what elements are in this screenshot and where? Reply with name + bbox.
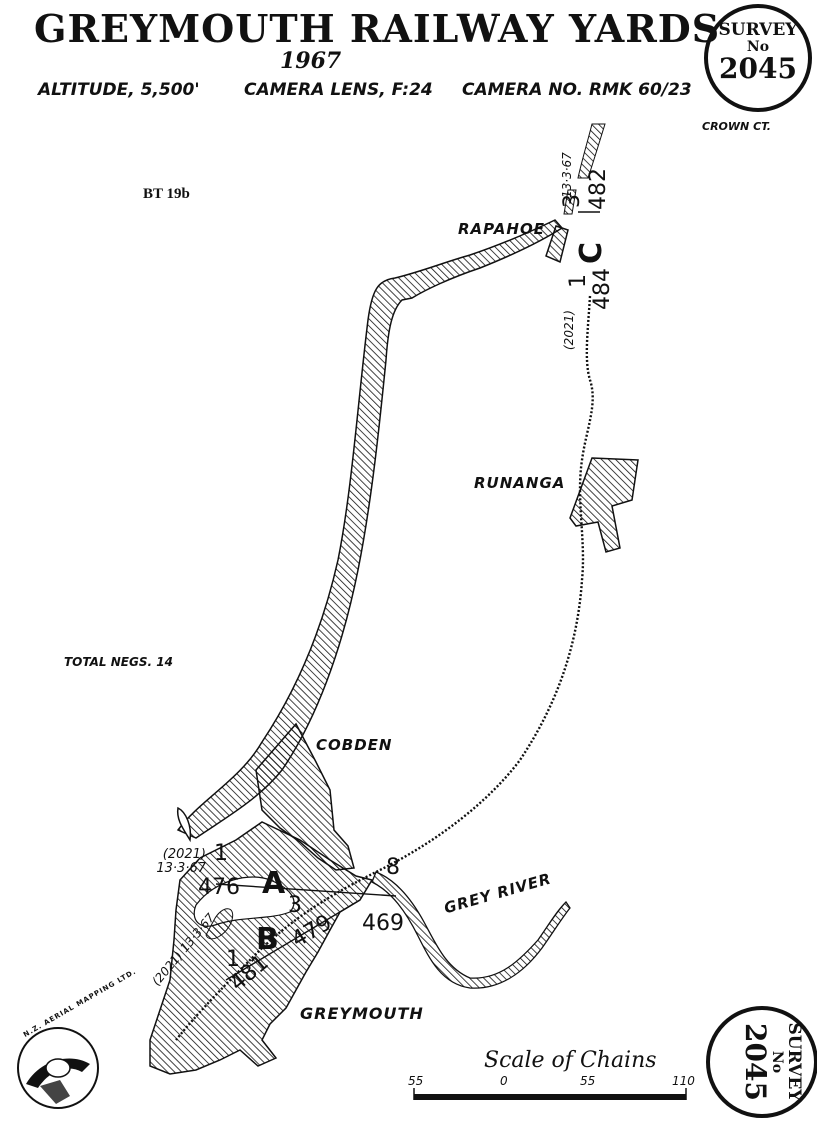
run-a-start-frame: 476 [198,875,240,900]
place-rapahoe: RAPAHOE [458,220,545,238]
run-c-start-frame: 484 [590,268,615,310]
run-b-end-num: 3 [288,893,302,918]
run-c-end-num: 3 [560,194,585,208]
coastline-north [577,123,606,179]
scale-bar [414,1094,686,1100]
map-title: GREYMOUTH RAILWAY YARDS [34,6,721,51]
place-runanga: RUNANGA [474,474,566,492]
survey-stamp-circle-top [704,4,812,112]
crown-label: CROWN CT. [702,120,771,133]
run-a-film: (2021) [162,847,206,862]
lagoon-b [205,908,234,940]
rapahoe-area [545,225,569,264]
camera-number-label: CAMERA NO. RMK 60/23 [462,80,692,100]
survey-stamp-number-bottom: 2045 [739,1023,772,1101]
survey-stamp-label-bottom: SURVEY [784,1022,804,1102]
scale-tick-0: 55 [408,1074,424,1088]
run-a-end-frame: 469 [362,911,404,936]
altitude-label: ALTITUDE, 5,500' [38,80,200,100]
run-c-date: 13·3·67 [560,152,574,198]
survey-stamp-circle-bottom [706,1006,817,1118]
survey-stamp-no-bottom: No [769,1050,785,1074]
survey-stamp-top: SURVEY No 2045 [706,10,810,84]
scale-tick-3: 110 [672,1074,695,1088]
cobden-area [255,722,355,871]
run-c-letter: C [574,241,609,264]
run-a-date: 13·3·67 [156,861,206,876]
grey-river [371,871,571,989]
survey-stamp-bottom: SURVEY No 2045 [708,1008,816,1116]
run-a-film-info: (2021) 13·3·67 [150,848,206,876]
place-greymouth: GREYMOUTH [300,1004,424,1023]
run-c-film: (2021) [562,310,576,350]
scale-tick-2: 55 [580,1074,596,1088]
scale-tick-1: 0 [500,1074,508,1088]
scale-label: Scale of Chains [484,1048,657,1073]
total-negs: TOTAL NEGS. 14 [64,655,173,669]
coastline-north-b [563,189,577,215]
run-b-start-num: 1 [226,947,240,972]
survey-stamp-no: No [746,39,770,55]
survey-stamp-number: 2045 [719,52,797,85]
railway-line [175,295,594,1041]
run-a-letter: A [262,866,286,901]
runanga-area [569,457,639,553]
small-islet [176,806,192,843]
place-cobden: COBDEN [316,736,393,754]
camera-lens-label: CAMERA LENS, F:24 [244,80,433,100]
map-year: 1967 [280,48,342,74]
nz-aerial-mapping-logo [17,1027,99,1109]
run-a-line [215,883,397,897]
run-a-end-num: 8 [386,855,400,880]
run-c-end-frame: 482 [586,168,611,210]
run-a-start-num: 1 [214,841,228,866]
survey-stamp-label: SURVEY [718,20,798,40]
sheet-ref: BT 19b [143,186,190,202]
run-b-letter: B [256,922,279,957]
run-b-line [225,899,361,981]
run-c-start-num: 1 [566,274,591,288]
